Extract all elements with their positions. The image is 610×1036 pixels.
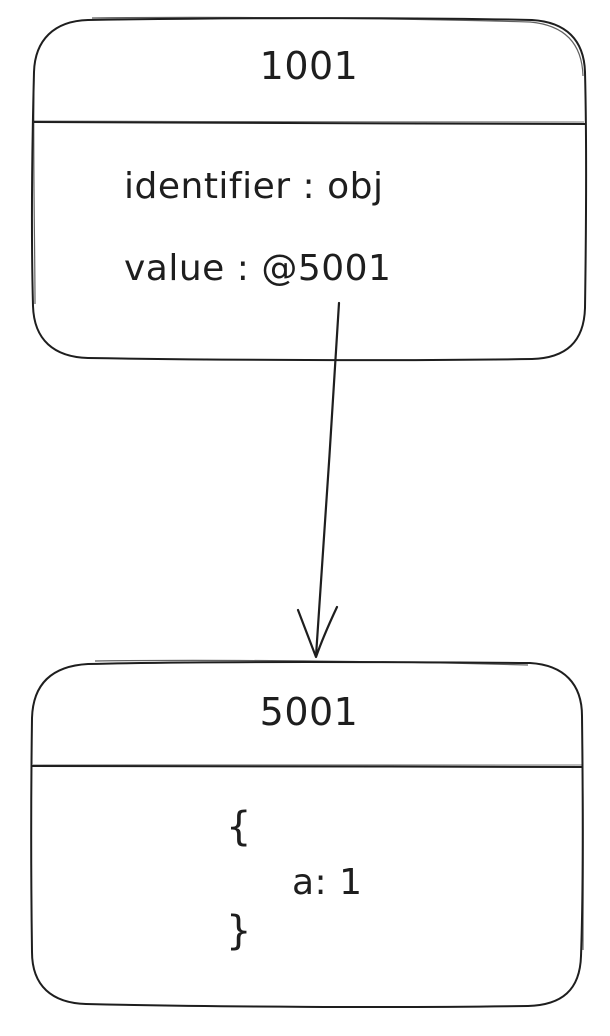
pointer-arrow-shaft	[314, 301, 341, 658]
value-field: value : @5001	[124, 248, 392, 289]
pointer-arrowhead	[296, 605, 339, 659]
memory-box-top-divider-sketch	[33, 120, 585, 123]
object-property: a: 1	[292, 862, 363, 903]
memory-box-top-address: 1001	[259, 44, 359, 88]
memory-box-bottom-address: 5001	[259, 690, 359, 734]
memory-box-top-divider	[33, 121, 587, 125]
memory-box-bottom-divider	[31, 765, 584, 768]
object-open-brace: {	[226, 804, 252, 850]
memory-box-bottom-outline	[30, 661, 584, 1009]
object-close-brace: }	[226, 908, 252, 954]
memory-box-top	[30, 16, 588, 362]
memory-box-bottom-outline-sketch	[94, 659, 584, 951]
identifier-field: identifier : obj	[124, 166, 384, 207]
pointer-arrow	[296, 301, 341, 659]
memory-box-bottom	[30, 659, 584, 1009]
memory-box-top-outline-sketch	[33, 16, 584, 305]
memory-box-top-outline	[30, 17, 588, 362]
